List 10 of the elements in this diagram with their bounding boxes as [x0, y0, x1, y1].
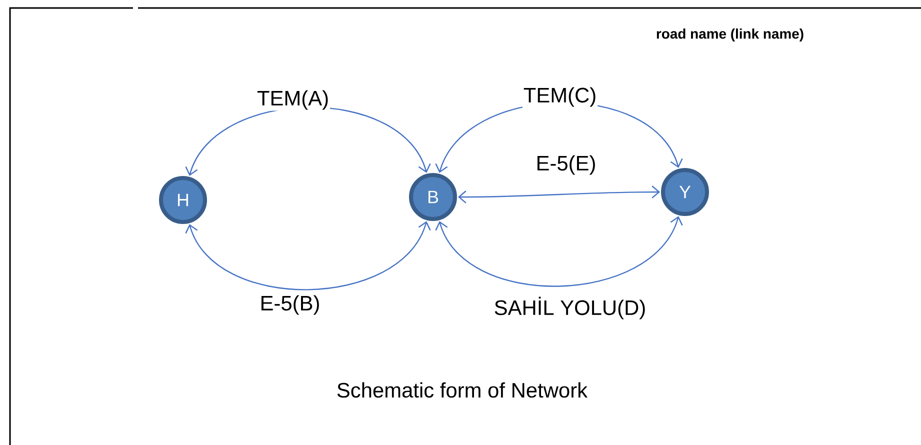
edge-label: TEM(C) [522, 86, 598, 108]
edge-label: SAHİL YOLU(D) [492, 296, 648, 320]
arrow [458, 186, 660, 204]
edge-label: TEM(A) [256, 89, 330, 111]
legend-note: road name (link name) [656, 28, 804, 42]
arrow [185, 221, 431, 290]
arrow [435, 216, 683, 287]
edge-label: E-5(B) [258, 294, 322, 316]
caption: Schematic form of Network [337, 382, 588, 398]
edge-label: E-5(E) [534, 154, 598, 176]
